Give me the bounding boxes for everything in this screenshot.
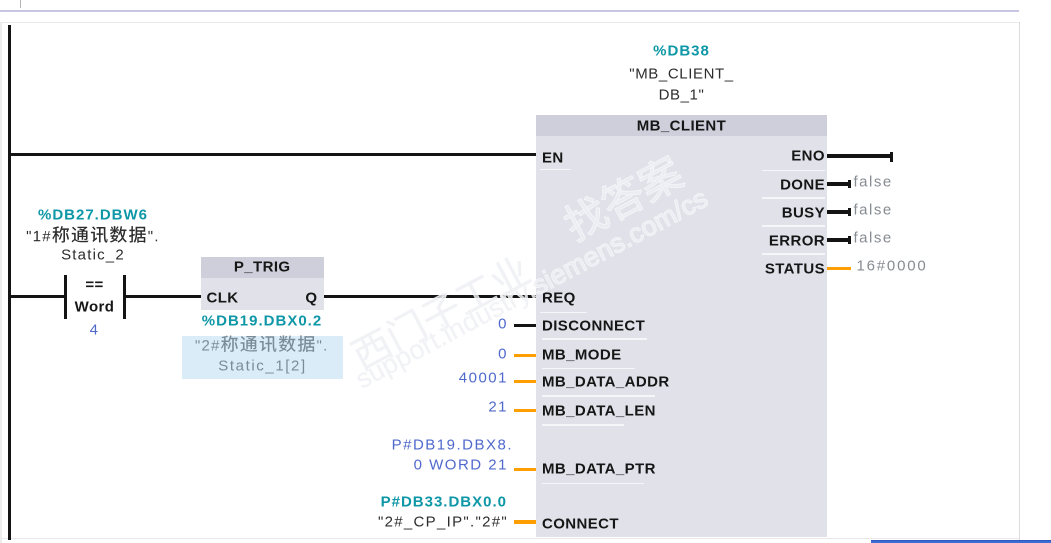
svg-text:support.industry.siemens.com/c: support.industry.siemens.com/cs (350, 183, 712, 395)
